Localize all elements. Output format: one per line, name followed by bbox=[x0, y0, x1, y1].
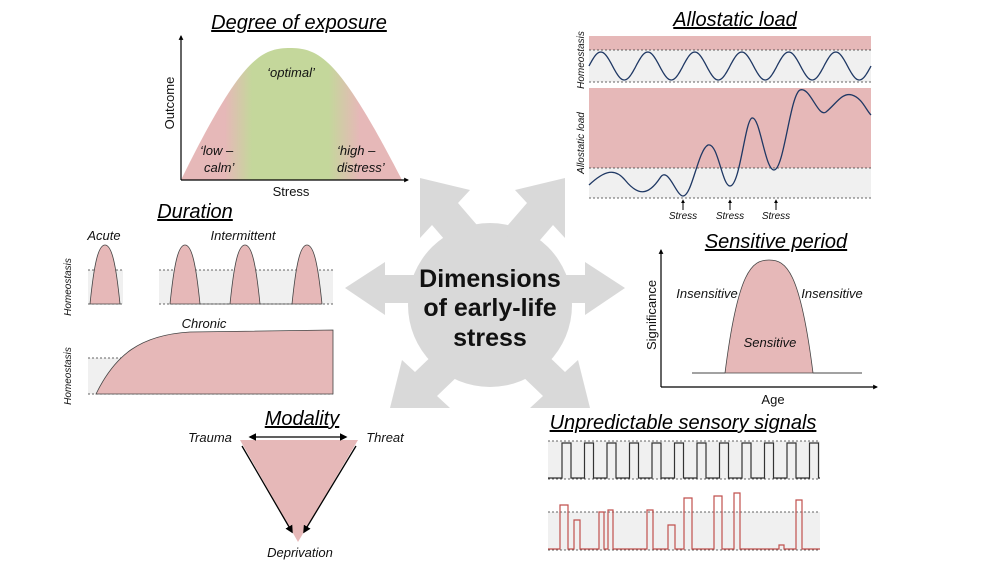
chronic-curve bbox=[95, 329, 334, 395]
intermittent-pulse-1 bbox=[169, 244, 201, 305]
sensitive-xlabel: Age bbox=[761, 392, 784, 407]
exposure-ylabel: Outcome bbox=[162, 77, 177, 130]
modality-triangle bbox=[240, 440, 358, 542]
acute-pulse bbox=[89, 244, 121, 305]
hub-arrow-up-right bbox=[502, 178, 565, 254]
duration-top-ylabel: Homeostasis bbox=[63, 258, 74, 316]
duration-bottom-ylabel: Homeostasis bbox=[63, 347, 74, 405]
panel-sensitive-period: Sensitive period Significance Age Insens… bbox=[644, 231, 878, 407]
hub-circle bbox=[408, 223, 572, 387]
duration-acute-label: Acute bbox=[86, 228, 120, 243]
exposure-xlabel: Stress bbox=[273, 184, 310, 199]
intermittent-pulse-3 bbox=[291, 244, 323, 305]
sensitive-right-label: Insensitive bbox=[801, 286, 862, 301]
sensitive-middle-label: Sensitive bbox=[744, 335, 797, 350]
duration-title: Duration bbox=[157, 201, 233, 223]
panel-duration: Duration Acute Intermittent Chronic Home… bbox=[63, 201, 334, 405]
sensitive-left-label: Insensitive bbox=[676, 286, 737, 301]
exposure-low-label-2: calm’ bbox=[204, 160, 235, 175]
stress-label-1: Stress bbox=[669, 211, 697, 222]
panel-unpredictable-sensory-signals: Unpredictable sensory signals bbox=[548, 412, 820, 551]
allostatic-bottom-ylabel: Allostatic load bbox=[576, 112, 587, 175]
central-hub: Dimensions of early-life stress bbox=[345, 178, 625, 408]
sensory-regular-signal bbox=[548, 442, 820, 479]
exposure-high-label-2: distress’ bbox=[337, 160, 386, 175]
duration-chronic-label: Chronic bbox=[182, 316, 227, 331]
allostatic-title: Allostatic load bbox=[672, 9, 797, 31]
allostatic-top-wave bbox=[588, 51, 872, 81]
allostatic-bottom-load-band bbox=[589, 88, 871, 168]
modality-arrow-right bbox=[303, 445, 357, 534]
allostatic-bottom-wave bbox=[588, 89, 872, 197]
panel-modality: Modality Trauma Threat Deprivation bbox=[188, 408, 405, 560]
hub-arrow-left bbox=[345, 262, 420, 315]
allostatic-top-ylabel: Homeostasis bbox=[576, 31, 587, 89]
stress-label-2: Stress bbox=[716, 211, 744, 222]
exposure-optimal-label: ‘optimal’ bbox=[267, 65, 316, 80]
exposure-high-label-1: ‘high – bbox=[337, 143, 376, 158]
allostatic-bottom-homeostasis-band bbox=[589, 168, 871, 198]
hub-line-1: Dimensions bbox=[419, 265, 561, 293]
exposure-low-label-1: ‘low – bbox=[200, 143, 234, 158]
panel-degree-of-exposure: Degree of exposure Outcome Stress ‘optim… bbox=[162, 12, 409, 199]
stress-label-3: Stress bbox=[762, 211, 790, 222]
allostatic-top-load-band bbox=[589, 36, 871, 50]
hub-line-2: of early-life bbox=[423, 294, 556, 322]
panel-allostatic-load: Allostatic load Homeostasis Allostatic l… bbox=[576, 9, 872, 222]
hub-arrow-down-left bbox=[390, 348, 462, 408]
sensitive-curve bbox=[724, 259, 814, 374]
exposure-curve bbox=[181, 48, 402, 180]
intermittent-pulse-2 bbox=[229, 244, 261, 305]
hub-arrow-up-left bbox=[420, 178, 483, 254]
modality-deprivation-label: Deprivation bbox=[267, 545, 333, 560]
hub-line-3: stress bbox=[453, 324, 527, 352]
modality-trauma-label: Trauma bbox=[188, 430, 232, 445]
duration-intermittent-label: Intermittent bbox=[210, 228, 276, 243]
sensory-unpredictable-signal bbox=[548, 492, 820, 550]
hub-arrow-down-right bbox=[518, 348, 590, 408]
exposure-title: Degree of exposure bbox=[211, 12, 387, 34]
sensitive-title: Sensitive period bbox=[705, 231, 848, 253]
sensitive-ylabel: Significance bbox=[644, 280, 659, 350]
modality-arrow-left bbox=[241, 445, 293, 534]
sensory-title: Unpredictable sensory signals bbox=[550, 412, 817, 434]
hub-arrow-right bbox=[555, 262, 625, 315]
modality-title: Modality bbox=[265, 408, 340, 430]
modality-threat-label: Threat bbox=[366, 430, 405, 445]
